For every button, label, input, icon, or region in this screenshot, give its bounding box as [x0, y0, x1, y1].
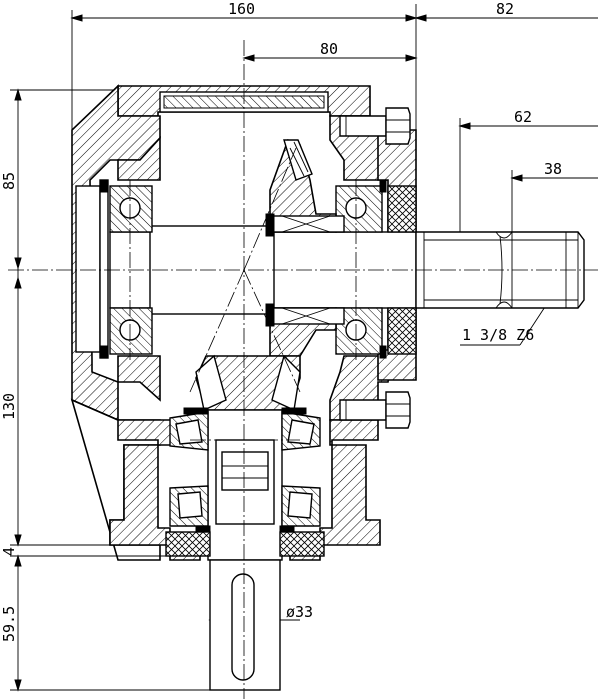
dim-82: 82 [496, 0, 514, 18]
dim-85: 85 [0, 172, 18, 190]
dim-80: 80 [320, 40, 338, 58]
dim-130: 130 [0, 393, 18, 420]
dim-4: 4 [0, 547, 18, 556]
lower-tapered-bearing [169, 485, 321, 533]
center-lines [8, 40, 598, 699]
right-bearing [335, 179, 387, 359]
spline-spec-label: 1 3/8 Z6 [462, 326, 534, 344]
output-seal [387, 185, 417, 355]
dim-59-5: 59.5 [0, 606, 18, 642]
bottom-seal [165, 531, 325, 557]
dim-62: 62 [514, 108, 532, 126]
dimension-labels: 160 82 80 62 38 85 130 4 59.5 ø33 1 3/8 … [0, 0, 562, 642]
upper-tapered-bearing [169, 407, 321, 451]
vertical-pinion [195, 354, 301, 691]
horizontal-bevel-gear [265, 138, 345, 357]
left-end-cap [75, 179, 109, 359]
dim-diameter-33: ø33 [286, 603, 313, 621]
dim-38: 38 [544, 160, 562, 178]
dim-160: 160 [228, 0, 255, 18]
bolts [339, 107, 411, 429]
